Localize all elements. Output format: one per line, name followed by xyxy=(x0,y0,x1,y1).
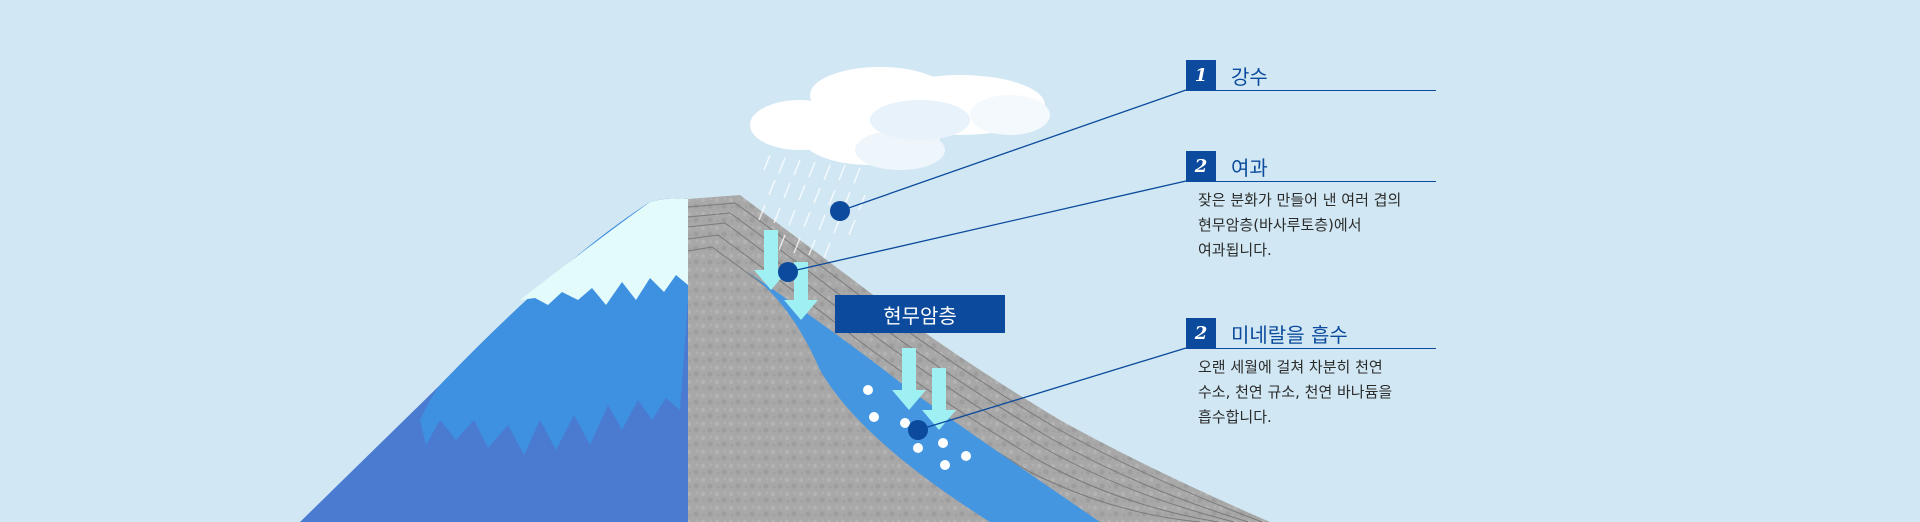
step-number-badge: 2 xyxy=(1186,151,1216,181)
step-heading: 1 강수 xyxy=(1186,60,1436,91)
marker-filtration xyxy=(778,262,798,282)
cloud xyxy=(750,67,1050,170)
step-number-badge: 1 xyxy=(1186,60,1216,90)
aquifer-layer xyxy=(742,268,1100,522)
step-number-badge: 2 xyxy=(1186,318,1216,348)
marker-mineral xyxy=(908,420,928,440)
mineral-dots xyxy=(863,385,971,470)
step-heading: 2 미네랄을 흡수 xyxy=(1186,318,1436,349)
mountain-cross-section xyxy=(688,195,1270,522)
step-heading: 2 여과 xyxy=(1186,151,1436,182)
mountain-exterior xyxy=(300,198,688,522)
marker-precipitation xyxy=(830,201,850,221)
step-precipitation: 1 강수 xyxy=(1186,60,1436,91)
step-filtration: 2 여과 잦은 분화가 만들어 낸 여러 겹의 현무암층(바사루토층)에서 여과… xyxy=(1186,151,1436,263)
step-mineral-absorption: 2 미네랄을 흡수 오랜 세월에 걸쳐 차분히 천연 수소, 천연 규소, 천연… xyxy=(1186,318,1436,430)
leader-lines xyxy=(787,89,1187,431)
step-title: 강수 xyxy=(1231,64,1268,89)
rain xyxy=(758,154,866,259)
snow-cap xyxy=(520,198,688,305)
step-description: 오랜 세월에 걸쳐 차분히 천연 수소, 천연 규소, 천연 바나듐을 흡수합니… xyxy=(1198,358,1393,426)
basalt-layer-label: 현무암층 xyxy=(835,295,1005,333)
step-description: 잦은 분화가 만들어 낸 여러 겹의 현무암층(바사루토층)에서 여과됩니다. xyxy=(1198,191,1402,259)
step-title: 미네랄을 흡수 xyxy=(1231,322,1348,347)
step-title: 여과 xyxy=(1231,155,1268,180)
